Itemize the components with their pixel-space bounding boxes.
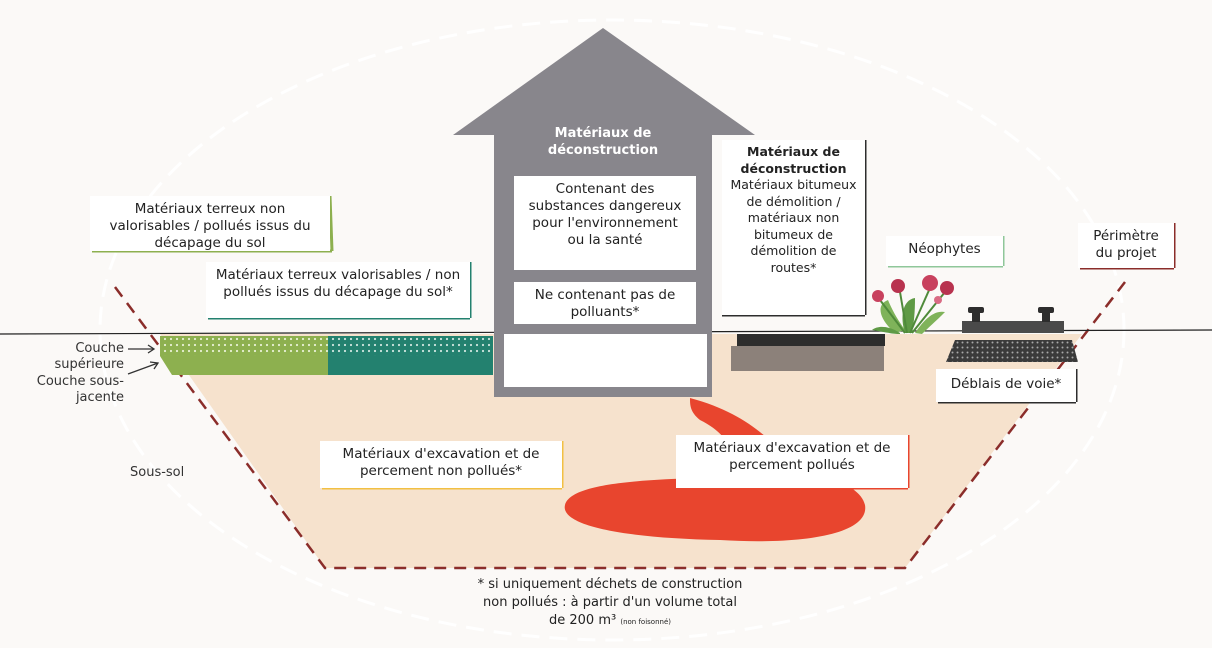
label-excavation-pollues: Matériaux d'excavation et de percement p… — [676, 435, 908, 488]
label-terreux-valorisables: Matériaux terreux valorisables / non pol… — [206, 262, 470, 318]
label-couche-superieure: Couche supérieure — [30, 341, 124, 373]
topsoil-dark-upper — [328, 336, 493, 356]
rail-right — [1042, 312, 1050, 322]
label-contenant-substances: Contenant des substances dangereux pour … — [514, 176, 696, 270]
house-title-text: Matériaux de déconstruction — [547, 126, 659, 158]
topsoil-dark-lower — [328, 356, 493, 375]
footnote: * si uniquement déchets de construction … — [420, 576, 800, 631]
label-excavation-non-pollues-text: Matériaux d'excavation et de percement n… — [342, 446, 540, 479]
footnote-volume: de 200 m³ — [549, 613, 617, 628]
label-sous-sol: Sous-sol — [130, 465, 218, 481]
label-deblais-voie: Déblais de voie* — [936, 369, 1076, 402]
label-perimetre-text: Périmètre du projet — [1093, 228, 1159, 261]
house-basement — [504, 334, 707, 387]
label-bitumeux-text: Matériaux bitumeux de démolition / matér… — [730, 177, 857, 275]
arrow-couche-sous-jacente — [127, 362, 159, 375]
topsoil-light-lower — [160, 356, 328, 375]
rail-right-head — [1038, 307, 1054, 313]
rail-sleeper — [962, 321, 1064, 333]
rail-left-head — [968, 307, 984, 313]
label-perimetre: Périmètre du projet — [1078, 223, 1174, 268]
label-terreux-non-valorisables-text: Matériaux terreux non valorisables / pol… — [109, 201, 311, 251]
label-ne-contenant-pas: Ne contenant pas de polluants* — [514, 282, 696, 324]
rail-left — [972, 312, 980, 322]
label-deblais-voie-text: Déblais de voie* — [950, 376, 1062, 392]
label-bitumeux-title: Matériaux de déconstruction — [740, 144, 847, 176]
neophyte-plants — [872, 275, 954, 334]
footnote-line-2: non pollués : à partir d'un volume total — [483, 595, 737, 610]
label-ne-contenant-pas-text: Ne contenant pas de polluants* — [534, 287, 676, 320]
label-couche-sous-jacente-text: Couche sous-jacente — [36, 374, 124, 405]
label-neophytes-text: Néophytes — [908, 241, 981, 257]
project-perimeter-line — [113, 281, 1126, 570]
label-neophytes: Néophytes — [886, 236, 1003, 266]
footnote-small: (non foisonné) — [620, 618, 671, 626]
topsoil-light-upper — [160, 336, 328, 356]
road-base-layer — [731, 346, 884, 371]
label-terreux-non-valorisables: Matériaux terreux non valorisables / pol… — [90, 196, 330, 251]
label-terreux-valorisables-text: Matériaux terreux valorisables / non pol… — [215, 267, 461, 300]
label-couche-superieure-text: Couche supérieure — [54, 341, 124, 372]
polluted-zone — [564, 398, 866, 542]
label-excavation-non-pollues: Matériaux d'excavation et de percement n… — [320, 441, 562, 488]
label-contenant-substances-text: Contenant des substances dangereux pour … — [528, 181, 682, 248]
label-couche-sous-jacente: Couche sous-jacente — [30, 374, 124, 406]
house-title: Matériaux de déconstruction — [522, 125, 684, 159]
label-sous-sol-text: Sous-sol — [130, 465, 185, 480]
road-top-layer — [737, 334, 885, 346]
rail-ballast — [946, 340, 1078, 362]
label-excavation-pollues-text: Matériaux d'excavation et de percement p… — [693, 440, 891, 473]
footnote-line-1: * si uniquement déchets de construction — [477, 577, 743, 592]
label-bitumeux: Matériaux de déconstruction Matériaux bi… — [722, 140, 865, 315]
footnote-line-3: de 200 m³ (non foisonné) — [420, 612, 800, 631]
